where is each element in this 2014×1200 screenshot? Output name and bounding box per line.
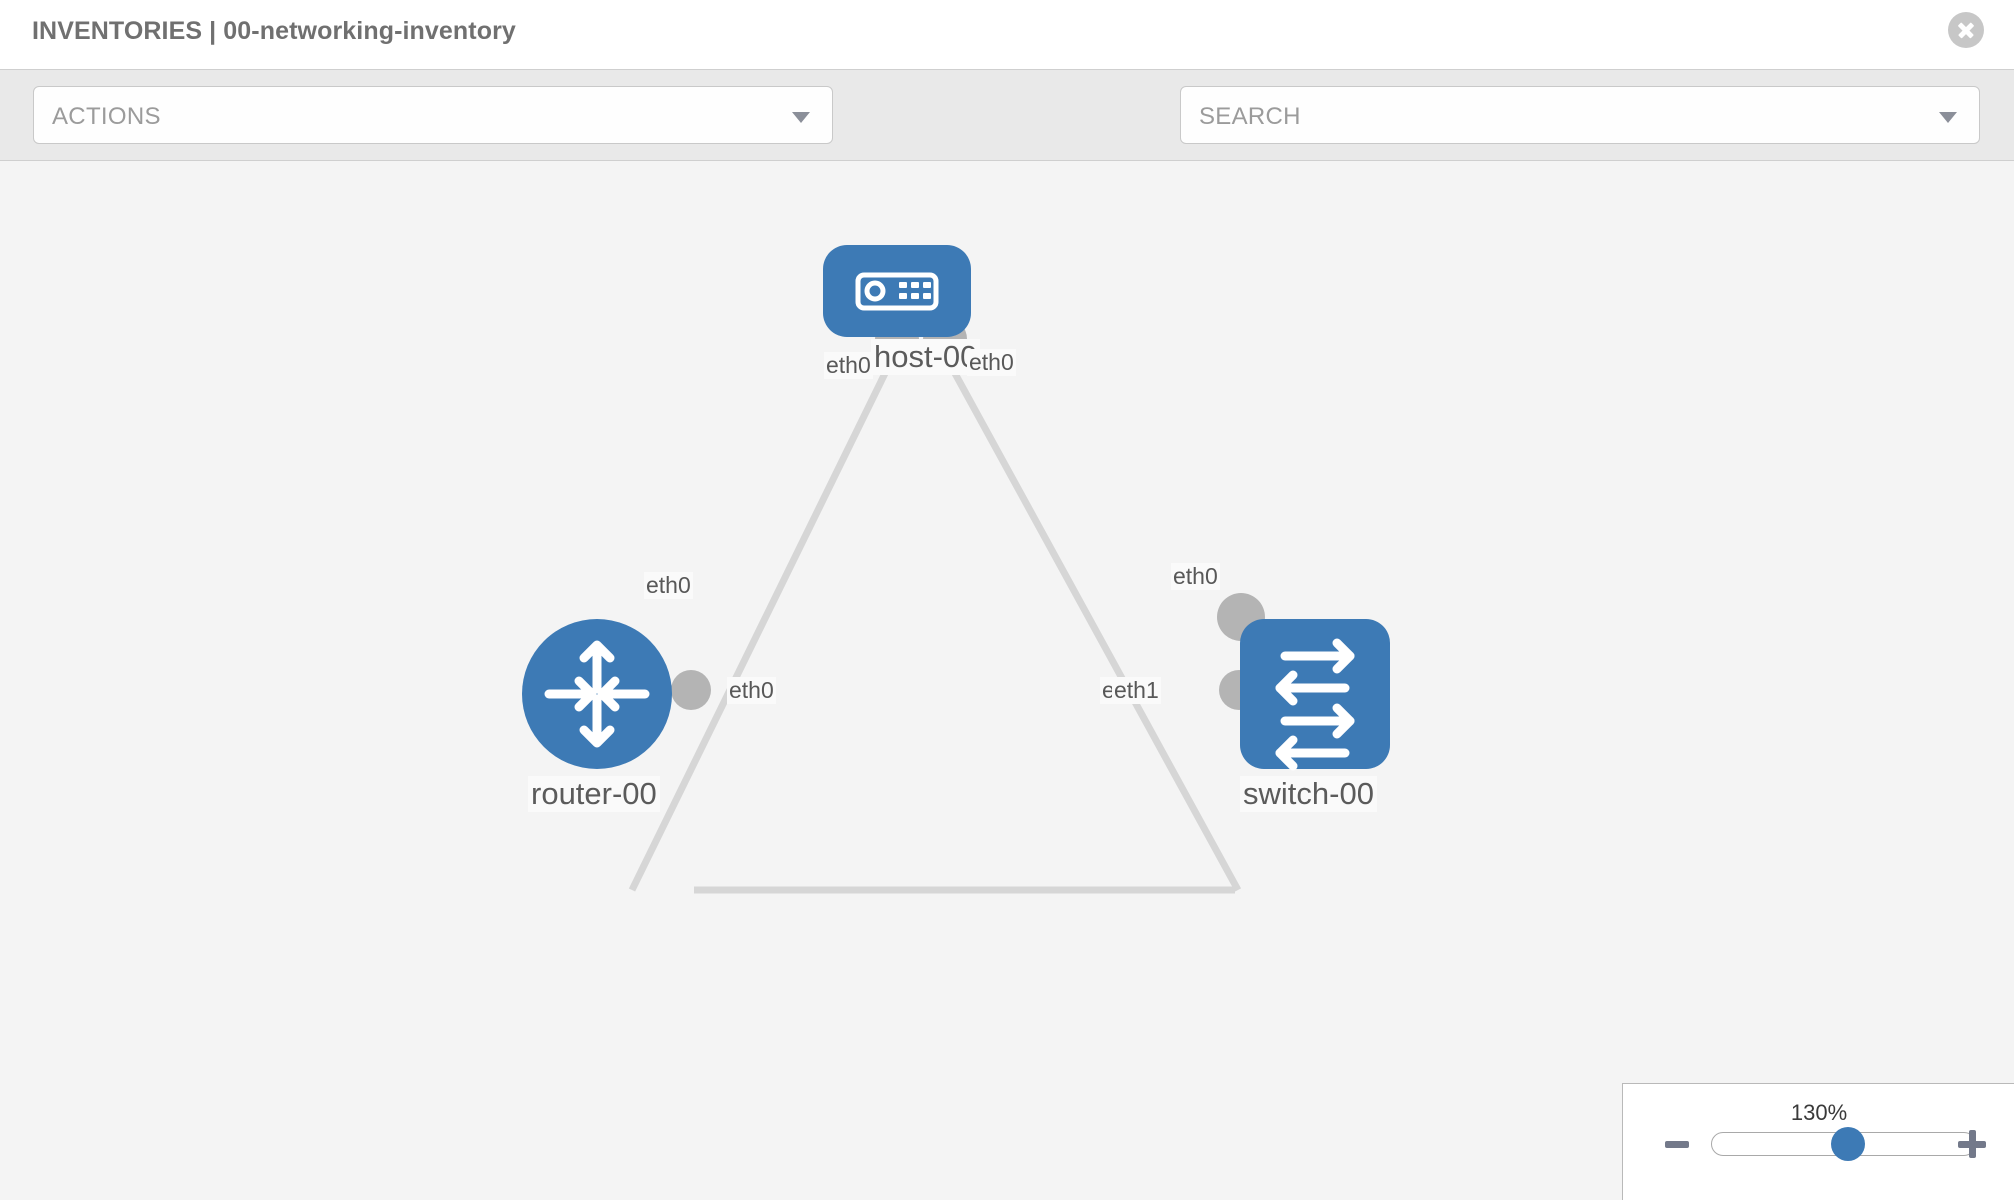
node-router-00 <box>522 619 672 769</box>
zoom-control-panel: 130% <box>1622 1083 2014 1200</box>
router-arrows-icon <box>544 640 650 748</box>
edge-label-host-right: eth0 <box>967 349 1016 376</box>
edge-host-switch <box>942 355 1242 892</box>
actions-dropdown[interactable]: ACTIONS <box>33 86 833 144</box>
chevron-down-icon <box>792 112 810 123</box>
edges <box>628 355 1242 894</box>
edge-label-router-right: eth0 <box>727 677 776 704</box>
chevron-down-icon[interactable] <box>1939 112 1957 123</box>
page-title: INVENTORIES | 00-networking-inventory <box>32 17 516 45</box>
topology-graph <box>522 245 1390 894</box>
node-host-00 <box>823 245 971 337</box>
page-header: INVENTORIES | 00-networking-inventory <box>0 0 2014 69</box>
edge-label-host-left: eth0 <box>824 352 873 379</box>
zoom-slider-thumb[interactable] <box>1831 1127 1866 1161</box>
search-placeholder: SEARCH <box>1199 103 1301 130</box>
edge-label-switch-up: eth0 <box>1171 563 1220 590</box>
edge-host-router <box>628 355 897 892</box>
search-input[interactable]: SEARCH <box>1180 86 1980 144</box>
topology-canvas[interactable]: eth0 host-00 eth0 eth0 eth0 eth0 eth eth… <box>0 161 2014 1200</box>
edge-label-switch-left-b: eth1 <box>1112 677 1161 704</box>
node-label-host: host-00 <box>871 339 981 375</box>
server-icon <box>855 272 939 311</box>
node-label-switch: switch-00 <box>1240 776 1377 812</box>
minus-icon[interactable] <box>1665 1141 1689 1148</box>
node-label-router: router-00 <box>528 776 660 812</box>
toolbar: ACTIONS SEARCH <box>0 69 2014 199</box>
zoom-slider-track[interactable] <box>1711 1127 1976 1161</box>
node-switch-00 <box>1240 619 1390 771</box>
switch-arrows-icon <box>1275 638 1355 771</box>
close-icon[interactable] <box>1948 12 1984 48</box>
zoom-level-label: 130% <box>1790 1100 1848 1125</box>
plus-icon[interactable] <box>1958 1130 1986 1158</box>
actions-dropdown-label: ACTIONS <box>52 103 161 130</box>
edge-label-router-up: eth0 <box>644 572 693 599</box>
port-router-right <box>671 670 711 710</box>
